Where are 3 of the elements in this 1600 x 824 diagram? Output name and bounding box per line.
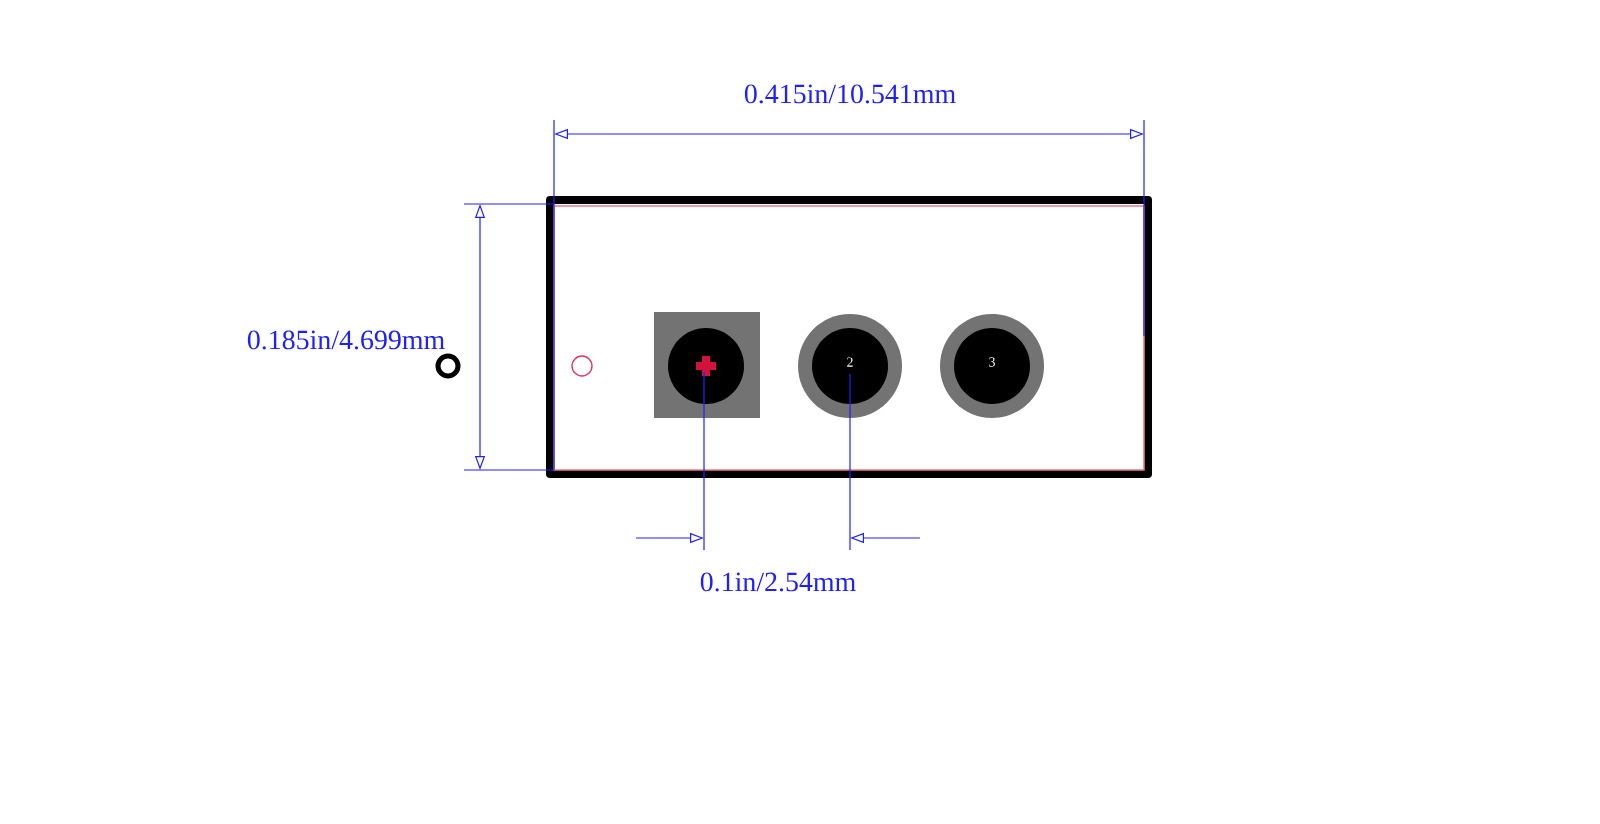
dimension-label: 0.1in/2.54mm	[700, 572, 856, 592]
dimension-label: 0.185in/4.699mm	[247, 330, 445, 350]
dimension-label: 0.415in/10.541mm	[744, 84, 956, 104]
